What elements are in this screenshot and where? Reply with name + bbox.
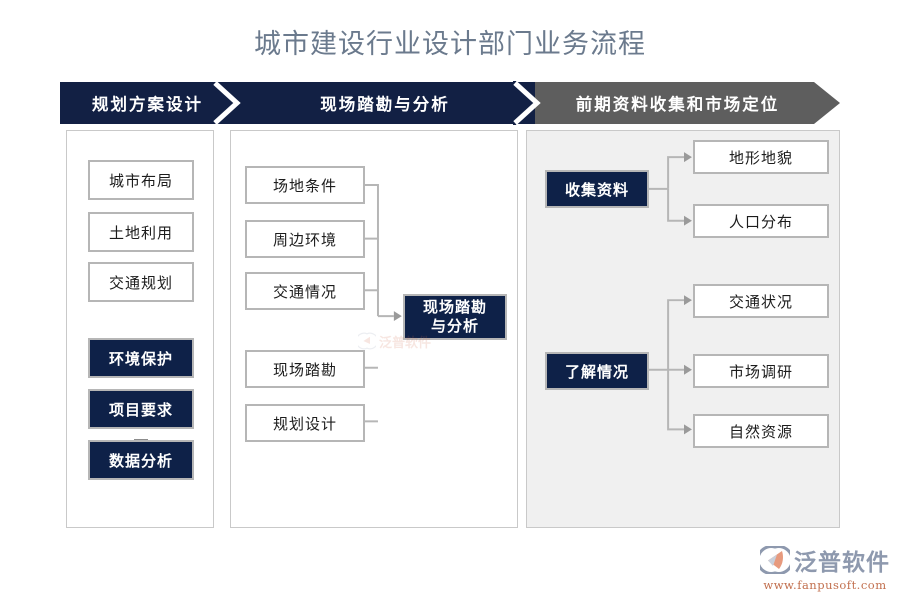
banner-survey-label: 现场踏勘与分析	[320, 95, 450, 114]
node-surrounding-environment[interactable]: 周边环境	[245, 220, 365, 258]
node-understand-situation[interactable]: 了解情况	[545, 352, 649, 390]
chevron-separator-icon-1	[213, 81, 243, 125]
node-survey-and-analysis[interactable]: 现场踏勘 与分析	[403, 294, 507, 340]
node-population-distribution[interactable]: 人口分布	[693, 204, 829, 238]
page-title: 城市建设行业设计部门业务流程	[254, 29, 646, 60]
node-survey-and-analysis-line2: 与分析	[430, 317, 479, 335]
node-data-analysis[interactable]: 数据分析	[88, 440, 194, 480]
column-research: 收集资料 地形地貌 人口分布 了解情况 交通状况 市场调研 自然资源	[526, 130, 840, 528]
node-traffic-situation[interactable]: 交通情况	[245, 272, 365, 310]
banner-planning[interactable]: 规划方案设计	[60, 82, 235, 124]
node-environmental-protection[interactable]: 环境保护	[88, 338, 194, 378]
node-site-survey[interactable]: 现场踏勘	[245, 350, 365, 388]
node-land-use[interactable]: 土地利用	[88, 212, 194, 252]
column-survey: 场地条件 周边环境 交通情况 现场踏勘 规划设计 现场踏勘 与分析	[230, 130, 518, 528]
brand-logo-icon	[760, 546, 790, 574]
node-planning-design[interactable]: 规划设计	[245, 404, 365, 442]
brand-logo-word: 泛普软件	[794, 550, 890, 576]
banner-research-label: 前期资料收集和市场定位	[575, 95, 780, 114]
watermark-logo-icon	[358, 332, 376, 350]
chevron-separator-icon-2	[513, 81, 543, 125]
banner-planning-label: 规划方案设计	[92, 95, 203, 114]
brand-logo: 泛普软件 www.fanpusoft.com	[760, 543, 890, 592]
node-natural-resources[interactable]: 自然资源	[693, 414, 829, 448]
brand-logo-url: www.fanpusoft.com	[763, 578, 887, 592]
node-topography[interactable]: 地形地貌	[693, 140, 829, 174]
node-site-conditions[interactable]: 场地条件	[245, 166, 365, 204]
process-banner-row: 规划方案设计 现场踏勘与分析 前期资料收集和市场定位	[60, 81, 840, 125]
node-survey-and-analysis-line1: 现场踏勘	[422, 298, 487, 317]
node-market-research[interactable]: 市场调研	[693, 354, 829, 388]
node-traffic-planning[interactable]: 交通规划	[88, 262, 194, 302]
node-traffic-conditions[interactable]: 交通状况	[693, 284, 829, 318]
banner-survey[interactable]: 现场踏勘与分析	[235, 82, 535, 124]
watermark: 泛普软件	[358, 330, 454, 352]
node-project-requirements[interactable]: 项目要求	[88, 389, 194, 429]
node-city-layout[interactable]: 城市布局	[88, 160, 194, 200]
column-planning: 城市布局 土地利用 交通规划 环境保护 项目要求 数据分析	[66, 130, 214, 528]
node-collect-data[interactable]: 收集资料	[545, 170, 649, 208]
banner-research[interactable]: 前期资料收集和市场定位	[535, 82, 840, 124]
watermark-text: 泛普软件	[379, 335, 432, 351]
